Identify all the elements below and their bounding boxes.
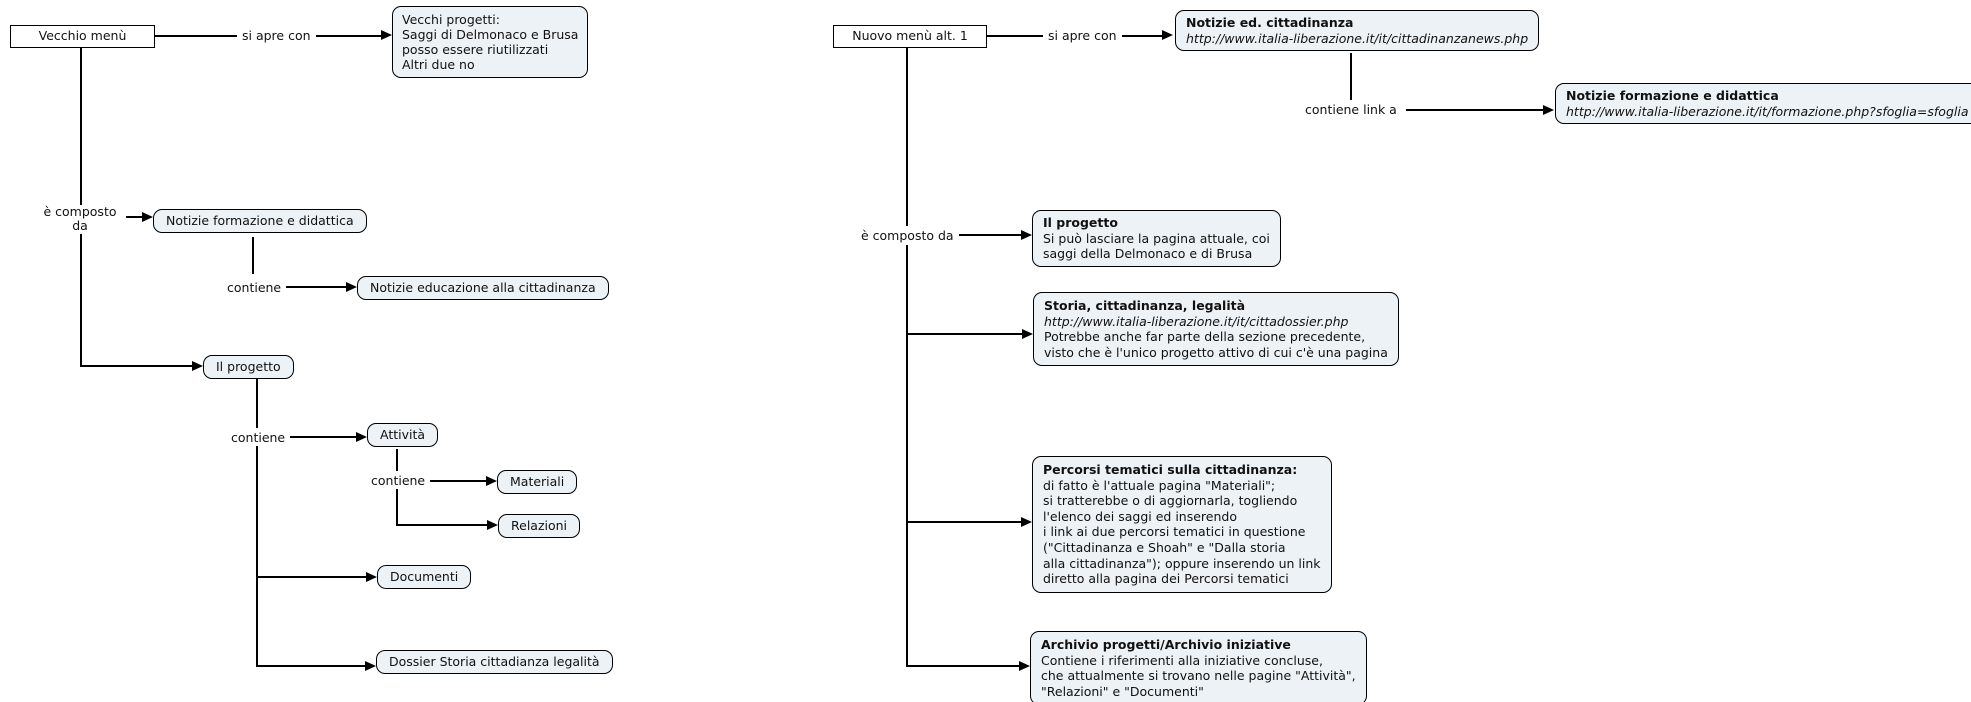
connector-line [906, 245, 908, 667]
connector-line [1350, 53, 1352, 100]
node-documenti: Documenti [377, 565, 472, 589]
edge-label-si-apre-con: si apre con [1043, 28, 1122, 43]
node-url: http://www.italia-liberazione.it/it/form… [1566, 103, 1969, 119]
node-relazioni: Relazioni [498, 514, 581, 538]
node-text-line: si tratterebbe o di aggiornarla, toglien… [1043, 493, 1298, 509]
node-title: Notizie formazione e didattica [1566, 88, 1779, 103]
node-title: Percorsi tematici sulla cittadinanza: [1043, 462, 1298, 477]
node-text-line: Saggi di Delmonaco e Brusa [402, 27, 579, 42]
arrowhead-icon [1022, 329, 1033, 339]
node-il-progetto: Il progetto [203, 355, 294, 379]
connector-line [956, 234, 1022, 236]
node-materiali: Materiali [497, 470, 578, 494]
node-attivita: Attività [367, 423, 439, 447]
node-text-line: posso essere riutilizzati [402, 42, 549, 57]
node-text-line: visto che è l'unico progetto attivo di c… [1044, 344, 1388, 360]
node-text-line: Potrebbe anche far parte della sezione p… [1044, 329, 1366, 345]
arrowhead-icon [1021, 230, 1032, 240]
connector-line [282, 286, 347, 288]
node-archivio-progetti: Archivio progetti/Archivio iniziative Co… [1030, 631, 1367, 702]
arrowhead-icon [1021, 517, 1032, 527]
arrowhead-icon [346, 282, 357, 292]
arrowhead-icon [356, 432, 367, 442]
connector-line [256, 576, 367, 578]
node-text-line: ("Cittadinanza e Shoah" e "Dalla storia [1043, 539, 1286, 555]
node-title: Notizie ed. cittadinanza [1186, 15, 1354, 30]
node-text-line: "Relazioni" e "Documenti" [1041, 683, 1204, 699]
edge-label-contiene: contiene [226, 430, 291, 445]
node-notizie-formazione-right: Notizie formazione e didattica http://ww… [1555, 83, 1971, 125]
connector-line [80, 365, 193, 367]
node-text-line: diretto alla pagina dei Percorsi tematic… [1043, 571, 1289, 587]
arrowhead-icon [1543, 105, 1554, 115]
node-il-progetto-right: Il progetto Si può lasciare la pagina at… [1032, 210, 1281, 267]
connector-line [1406, 109, 1544, 111]
edge-label-line: da [72, 218, 88, 233]
node-dossier-storia: Dossier Storia cittadianza legalità [376, 650, 613, 674]
node-text-line: che attualmente si trovano nelle pagine … [1041, 668, 1356, 684]
node-text-line: Contiene i riferimenti alla iniziative c… [1041, 652, 1323, 668]
edge-label-contiene-link-a: contiene link a [1300, 102, 1402, 117]
node-text-line: di fatto è l'attuale pagina "Materiali"; [1043, 477, 1276, 493]
node-text-line: l'elenco dei saggi ed inserendo [1043, 508, 1237, 524]
arrowhead-icon [486, 476, 497, 486]
connector-line [80, 234, 82, 367]
edge-label-contiene: contiene [366, 473, 431, 488]
connector-line [396, 449, 398, 471]
node-notizie-educazione: Notizie educazione alla cittadinanza [357, 276, 609, 300]
connector-line [256, 379, 258, 428]
node-text-line: Si può lasciare la pagina attuale, coi [1043, 230, 1270, 246]
node-text-line: Vecchi progetti: [402, 12, 500, 27]
arrowhead-icon [381, 30, 392, 40]
edge-label-e-composto-da: è composto da [34, 205, 126, 233]
arrowhead-icon [192, 361, 203, 371]
connector-line [906, 333, 1023, 335]
node-notizie-ed-cittadinanza: Notizie ed. cittadinanza http://www.ital… [1175, 10, 1540, 52]
arrowhead-icon [487, 520, 498, 530]
connector-line [396, 489, 398, 526]
node-text-line: saggi della Delmonaco e di Brusa [1043, 246, 1253, 262]
connector-line [252, 237, 254, 274]
arrowhead-icon [366, 572, 377, 582]
node-percorsi-tematici: Percorsi tematici sulla cittadinanza: di… [1032, 456, 1332, 593]
connector-line [424, 480, 487, 482]
node-notizie-formazione: Notizie formazione e didattica [153, 209, 367, 233]
node-url: http://www.italia-liberazione.it/it/citt… [1044, 313, 1349, 329]
node-storia-cittadinanza-legalita: Storia, cittadinanza, legalità http://ww… [1033, 292, 1399, 367]
connector-line [906, 521, 1022, 523]
node-vecchio-menu: Vecchio menù [10, 25, 155, 48]
edge-label-e-composto-da: è composto da [856, 228, 959, 243]
arrowhead-icon [1162, 30, 1173, 40]
connector-line [284, 436, 357, 438]
edge-label-line: è composto [43, 204, 117, 219]
node-vecchi-progetti: Vecchi progetti: Saggi di Delmonaco e Br… [392, 6, 589, 78]
connector-line [396, 524, 488, 526]
node-text-line: i link ai due percorsi tematici in quest… [1043, 524, 1306, 540]
connector-line [256, 446, 258, 667]
node-title: Archivio progetti/Archivio iniziative [1041, 637, 1291, 652]
connector-line [906, 47, 908, 226]
edge-label-si-apre-con: si apre con [237, 28, 316, 43]
node-title: Il progetto [1043, 215, 1118, 230]
node-url: http://www.italia-liberazione.it/it/citt… [1186, 30, 1529, 46]
arrowhead-icon [142, 212, 153, 222]
connector-line [80, 47, 82, 206]
node-nuovo-menu-alt1: Nuovo menù alt. 1 [833, 25, 987, 48]
arrowhead-icon [365, 661, 376, 671]
edge-label-contiene: contiene [222, 280, 287, 295]
connector-line [256, 665, 366, 667]
connector-line [906, 665, 1020, 667]
node-title: Storia, cittadinanza, legalità [1044, 298, 1246, 313]
arrowhead-icon [1019, 661, 1030, 671]
node-text-line: Altri due no [402, 57, 475, 72]
connector-line [112, 216, 143, 218]
node-text-line: alla cittadinanza"); oppure inserendo un… [1043, 555, 1321, 571]
